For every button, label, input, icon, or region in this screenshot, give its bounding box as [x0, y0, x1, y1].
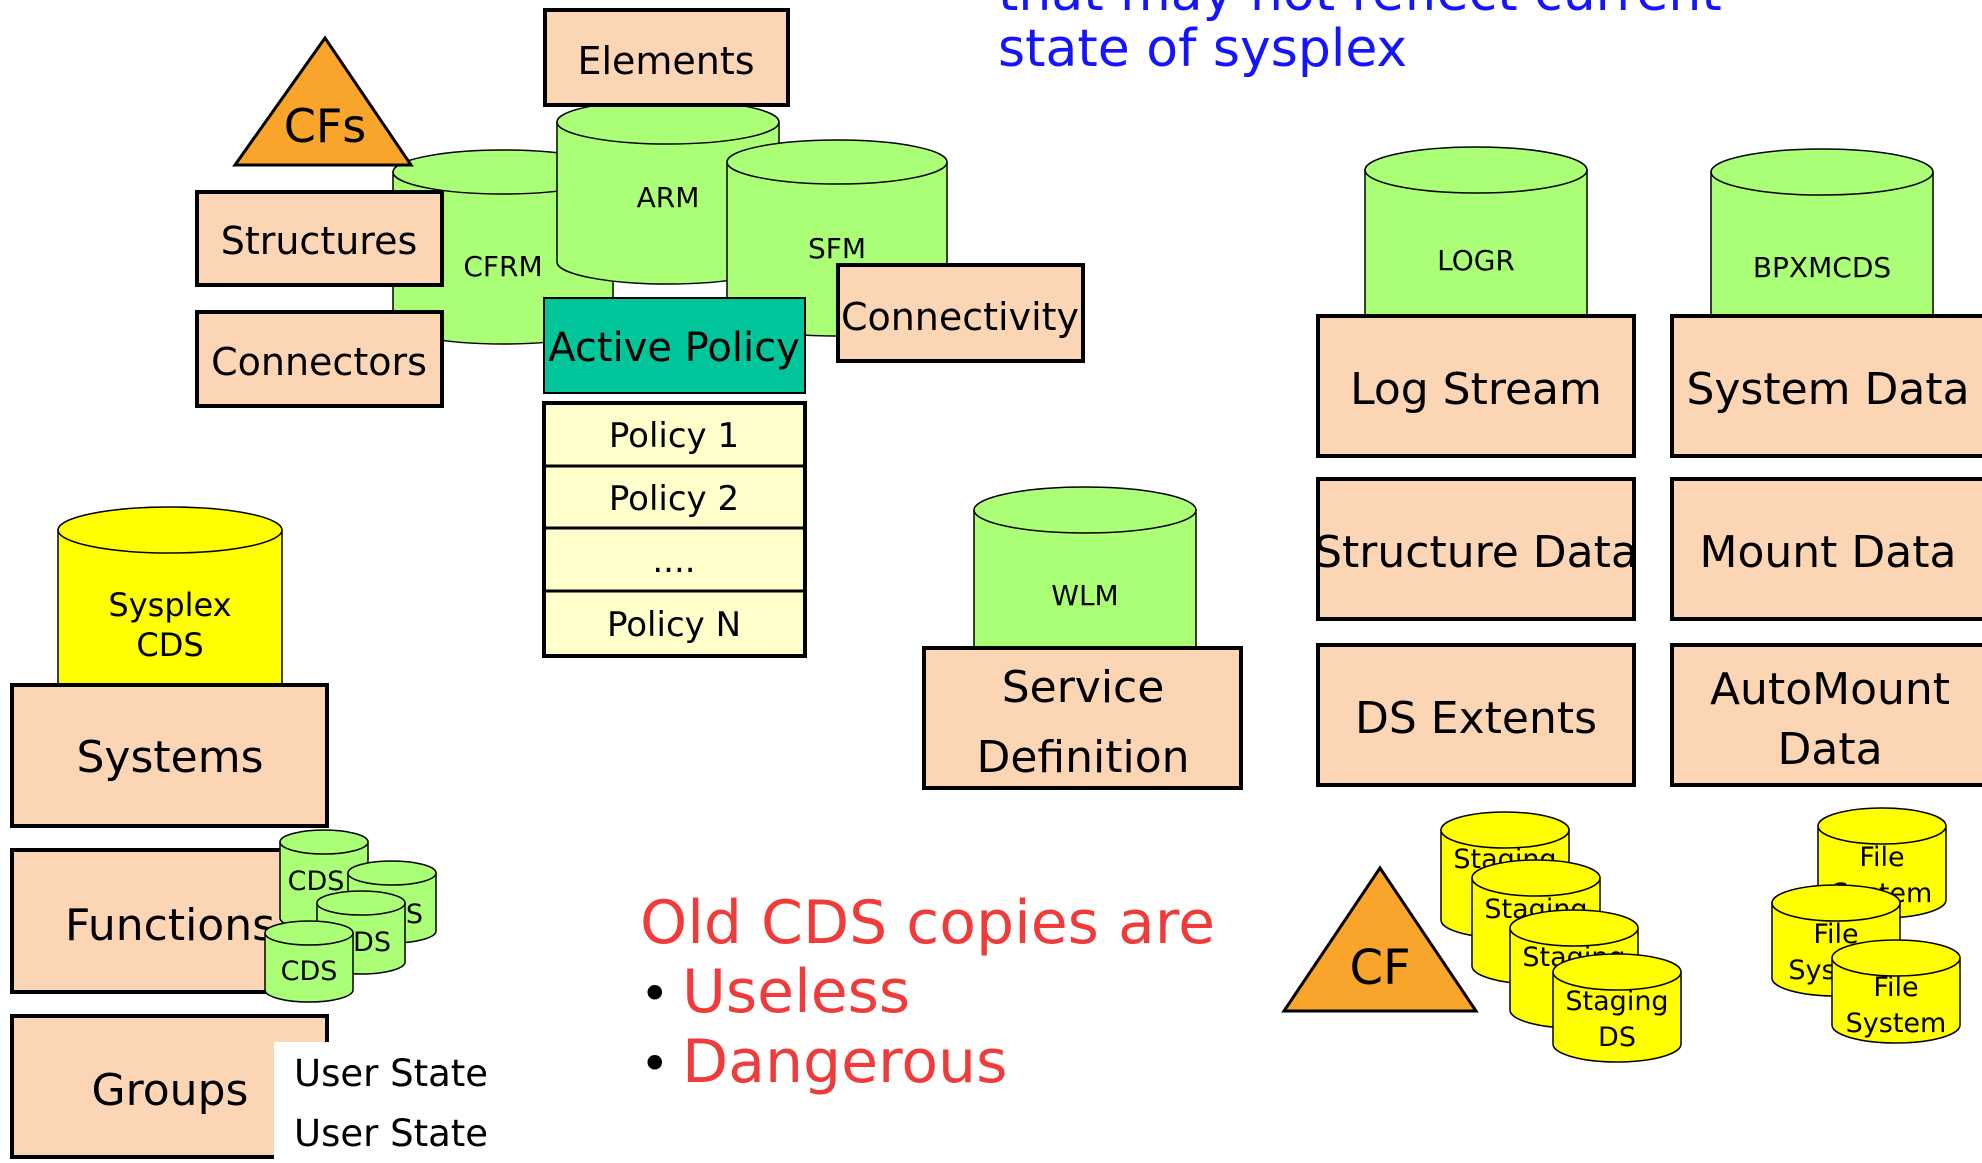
mini-cds-label-3: DS [353, 927, 391, 958]
functions-box: Functions [10, 848, 329, 994]
user-state-line2: User State [294, 1112, 488, 1155]
sysplex-cds-label-line1: Sysplex [108, 586, 231, 624]
connectivity-box: Connectivity [836, 263, 1085, 363]
service-definition-line1: Service [1002, 662, 1165, 713]
header-note-line1: that may not reflect current [998, 0, 1722, 23]
header-note-line2: state of sysplex [998, 19, 1407, 79]
service-definition-line2: Definition [976, 732, 1189, 783]
cf-triangle: CF [1281, 865, 1479, 1013]
elements-label: Elements [577, 39, 754, 83]
log-stream-label: Log Stream [1350, 364, 1602, 415]
log-stream-box: Log Stream [1316, 314, 1636, 458]
cfrm-label: CFRM [463, 250, 542, 283]
system-data-label: System Data [1686, 364, 1969, 415]
system-data-box: System Data [1670, 314, 1982, 458]
warning-item-dangerous: Dangerous [682, 1027, 1007, 1097]
systems-box: Systems [10, 683, 329, 828]
arm-cylinder: ARM [556, 99, 780, 285]
warning-bullet-2: • [640, 1035, 670, 1093]
fs-front-line2: System [1846, 1008, 1947, 1039]
connectors-box: Connectors [195, 310, 444, 408]
policy-row-2: Policy 2 [609, 479, 739, 519]
user-state-line1: User State [294, 1052, 488, 1095]
automount-line2: Data [1777, 724, 1882, 775]
structure-data-label: Structure Data [1314, 527, 1638, 578]
warning-heading: Old CDS copies are [640, 888, 1215, 958]
systems-label: Systems [77, 732, 264, 783]
automount-data-box: AutoMount Data [1670, 643, 1982, 787]
warning-item-useless: Useless [682, 957, 910, 1027]
structure-data-box: Structure Data [1314, 477, 1638, 621]
service-definition-box: Service Definition [922, 646, 1243, 790]
active-policy-label: Active Policy [548, 325, 800, 371]
connectivity-label: Connectivity [841, 295, 1079, 339]
fs-mid-line2: Sys [1788, 955, 1835, 986]
mini-cds-label-4: CDS [281, 956, 338, 987]
user-state-panel [274, 1042, 504, 1159]
connectors-label: Connectors [211, 340, 427, 384]
logr-cylinder: LOGR [1364, 146, 1588, 342]
ds-extents-box: DS Extents [1316, 643, 1636, 787]
wlm-label: WLM [1051, 579, 1118, 612]
fs-back-line1: File [1859, 842, 1904, 873]
policy-table: Policy 1 Policy 2 .... Policy N [542, 401, 807, 658]
functions-label: Functions [65, 900, 275, 951]
sysplex-cds-cylinder: Sysplex CDS [57, 506, 283, 724]
mini-cds-label-1: CDS [288, 866, 345, 897]
staging-cylinder-4: Staging DS [1552, 953, 1682, 1063]
cfs-label: CFs [284, 99, 367, 153]
staging-ds-label-line1: Staging [1565, 986, 1668, 1017]
staging-ds-label-line2: DS [1598, 1022, 1636, 1053]
warning-bullet-1: • [640, 965, 670, 1023]
mount-data-label: Mount Data [1700, 527, 1957, 578]
automount-line1: AutoMount [1710, 664, 1950, 715]
groups-label: Groups [92, 1065, 249, 1116]
fs-front-line1: File [1873, 972, 1918, 1003]
bpxmcds-label: BPXMCDS [1753, 251, 1891, 284]
wlm-cylinder: WLM [973, 486, 1197, 674]
structures-box: Structures [195, 190, 444, 287]
logr-label: LOGR [1437, 244, 1515, 277]
sfm-label: SFM [808, 232, 866, 265]
cf-label: CF [1349, 940, 1410, 996]
structures-label: Structures [221, 219, 418, 263]
ds-extents-label: DS Extents [1355, 693, 1597, 744]
file-system-cylinder-front: File System [1831, 939, 1961, 1044]
sysplex-cds-label-line2: CDS [136, 626, 203, 664]
policy-row-1: Policy 1 [609, 416, 739, 456]
arm-label: ARM [637, 181, 700, 214]
mount-data-box: Mount Data [1670, 477, 1982, 621]
cfs-triangle: CFs [232, 35, 414, 167]
elements-box: Elements [543, 8, 790, 107]
policy-row-4: Policy N [607, 605, 741, 645]
mini-cds-cylinder-4: CDS [264, 920, 354, 1003]
bpxmcds-cylinder: BPXMCDS [1710, 148, 1934, 342]
policy-row-3: .... [652, 541, 695, 581]
active-policy-box: Active Policy [543, 297, 806, 394]
